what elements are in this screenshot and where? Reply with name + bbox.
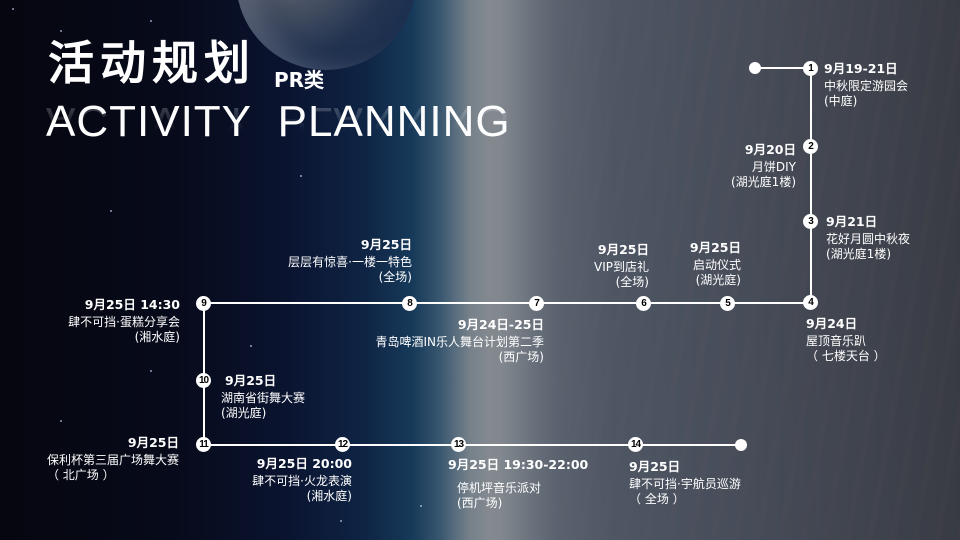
event-place: (全场) <box>378 270 412 284</box>
timeline-start-dot <box>749 62 761 74</box>
event-12: 9月25日 20:00 肆不可挡·火龙表演 (湘水庭) <box>252 456 352 504</box>
timeline-segment <box>755 67 811 69</box>
timeline-node-6: 6 <box>636 296 651 311</box>
timeline-segment <box>203 444 741 446</box>
event-7: 9月24日-25日 青岛啤酒IN乐人舞台计划第二季 (西广场) <box>375 317 544 365</box>
timeline-node-2: 2 <box>803 139 818 154</box>
event-name: VIP到店礼 <box>594 260 649 274</box>
timeline-node-5: 5 <box>720 296 735 311</box>
event-3: 9月21日 花好月圆中秋夜 (湖光庭1楼) <box>826 214 910 262</box>
event-date: 9月25日 14:30 <box>84 297 180 312</box>
event-name: 肆不可挡·火龙表演 <box>252 474 352 488</box>
event-11: 9月25日 保利杯第三届广场舞大赛 （ 北广场 ） <box>47 435 179 483</box>
event-name: 肆不可挡·宇航员巡游 <box>629 477 741 491</box>
event-place: (湘水庭) <box>134 330 180 344</box>
star <box>300 175 302 177</box>
event-place: (湖光庭1楼) <box>826 247 891 261</box>
event-date: 9月25日 20:00 <box>256 456 352 471</box>
event-name: 月饼DIY <box>751 160 796 174</box>
star <box>150 370 152 372</box>
event-name: 停机坪音乐派对 <box>457 481 542 495</box>
star <box>150 20 152 22</box>
event-date: 9月24日-25日 <box>457 317 544 332</box>
star <box>420 505 422 507</box>
event-date: 9月25日 <box>127 435 179 450</box>
event-place: (湖光庭) <box>695 273 741 287</box>
timeline-node-7: 7 <box>529 296 544 311</box>
event-place: (西广场) <box>457 496 503 510</box>
event-name: 屋顶音乐趴 <box>806 334 867 348</box>
event-name: 青岛啤酒IN乐人舞台计划第二季 <box>375 335 544 349</box>
timeline-node-14: 14 <box>628 437 643 452</box>
timeline-node-8: 8 <box>402 296 417 311</box>
timeline-node-4: 4 <box>803 295 818 310</box>
event-date: 9月21日 <box>826 214 878 229</box>
event-name: 肆不可挡·蛋糕分享会 <box>68 315 180 329</box>
event-place: (西广场) <box>498 350 544 364</box>
page-title-cn: 活动规划 <box>48 36 256 90</box>
event-name: 保利杯第三届广场舞大赛 <box>46 453 179 467</box>
timeline-node-10: 10 <box>196 373 211 388</box>
timeline-node-9: 9 <box>196 296 211 311</box>
event-13: 9月25日 19:30-22:00 停机坪音乐派对 (西广场) <box>448 457 588 511</box>
timeline-segment <box>203 302 811 304</box>
event-2: 9月20日 月饼DIY (湖光庭1楼) <box>731 142 796 190</box>
event-5: 9月25日 启动仪式 (湖光庭) <box>690 240 741 288</box>
page-title-en: ACTIVITY PLANNING <box>46 97 511 146</box>
event-date: 9月25日 <box>689 240 741 255</box>
timeline-end-dot <box>735 439 747 451</box>
event-date: 9月25日 <box>597 242 649 257</box>
timeline-node-13: 13 <box>451 437 466 452</box>
event-14: 9月25日 肆不可挡·宇航员巡游 （ 全场 ） <box>629 459 741 507</box>
star <box>250 345 252 347</box>
event-place: (湘水庭) <box>306 489 352 503</box>
event-6: 9月25日 VIP到店礼 (全场) <box>594 242 649 290</box>
category-label: PR类 <box>274 68 325 92</box>
event-date: 9月25日 <box>360 237 412 252</box>
background-texture <box>560 0 960 540</box>
event-10: 9月25日 湖南省街舞大赛 (湖光庭) <box>221 373 305 421</box>
timeline-segment <box>810 68 812 303</box>
event-name: 湖南省街舞大赛 <box>221 391 306 405</box>
event-place: (全场) <box>615 275 649 289</box>
event-name: 层层有惊喜·一楼一特色 <box>288 255 412 269</box>
star <box>12 8 14 10</box>
page-title-en-reflection: ACTIVITY PLANNING <box>46 98 511 147</box>
timeline-node-12: 12 <box>335 437 350 452</box>
timeline-node-11: 11 <box>196 437 211 452</box>
event-8: 9月25日 层层有惊喜·一楼一特色 (全场) <box>288 237 412 285</box>
event-name: 启动仪式 <box>692 258 741 272</box>
star <box>60 420 62 422</box>
timeline-node-1: 1 <box>803 61 818 76</box>
star <box>340 520 342 522</box>
event-place: （ 北广场 ） <box>46 468 115 482</box>
star <box>110 210 112 212</box>
event-1: 9月19-21日 中秋限定游园会 (中庭) <box>824 61 908 109</box>
event-date: 9月19-21日 <box>824 61 898 76</box>
event-date: 9月25日 <box>225 373 277 388</box>
event-name: 花好月圆中秋夜 <box>826 232 911 246</box>
star <box>60 30 62 32</box>
event-place: (湖光庭1楼) <box>731 175 796 189</box>
event-place: （ 七楼天台 ） <box>806 349 886 363</box>
event-date: 9月25日 19:30-22:00 <box>448 457 589 472</box>
event-date: 9月25日 <box>629 459 681 474</box>
event-date: 9月24日 <box>806 316 858 331</box>
event-place: (湖光庭) <box>221 406 267 420</box>
timeline-node-3: 3 <box>803 214 818 229</box>
event-4: 9月24日 屋顶音乐趴 （ 七楼天台 ） <box>806 316 886 364</box>
event-place: (中庭) <box>824 94 858 108</box>
event-place: （ 全场 ） <box>629 492 685 506</box>
event-9: 9月25日 14:30 肆不可挡·蛋糕分享会 (湘水庭) <box>68 297 180 345</box>
event-name: 中秋限定游园会 <box>824 79 909 93</box>
event-date: 9月20日 <box>744 142 796 157</box>
